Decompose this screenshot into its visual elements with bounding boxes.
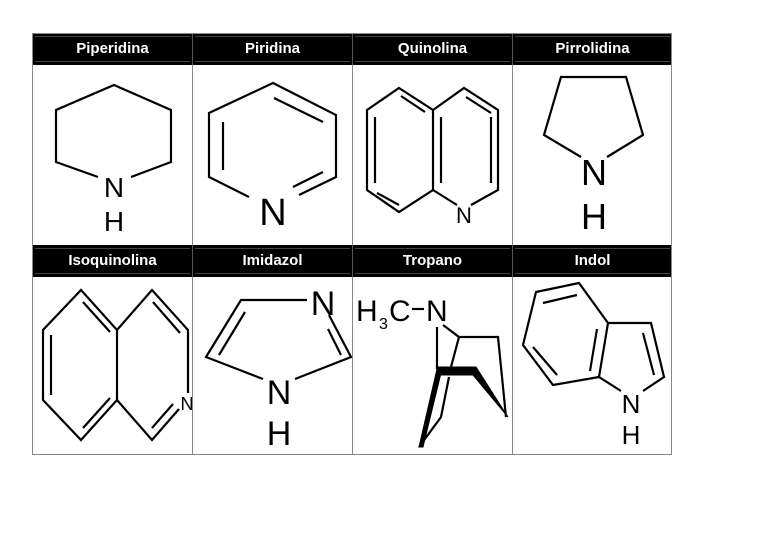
structure-isoquinolina: N [32,277,194,455]
header-piperidina: Piperidina [32,33,192,65]
structure-piridina: N [192,65,352,245]
structure-indol: N H [512,277,672,455]
structure-pirrolidina: N H [512,65,672,245]
header-label: Pirrolidina [515,36,670,62]
header-tropano: Tropano [352,245,512,277]
atom-label: H [622,420,641,450]
atom-label: N [426,295,448,328]
atom-label: N [581,152,607,193]
structure-imidazol: N N H [192,277,353,455]
atom-label: H [267,415,292,453]
atom-label: N [104,172,124,203]
atom-label: N [311,285,336,323]
header-isoquinolina: Isoquinolina [32,245,192,277]
atom-label: H [356,295,378,328]
structure-quinolina: N [352,65,512,245]
atom-label: N [622,389,641,419]
atom-subscript: 3 [379,316,388,333]
header-indol: Indol [512,245,672,277]
header-label: Isoquinolina [35,248,190,274]
header-piridina: Piridina [192,33,352,65]
header-label: Indol [515,248,670,274]
header-label: Piperidina [35,36,190,62]
structure-piperidina: N H [32,65,192,245]
atom-label: C [389,295,411,328]
atom-label: N [181,394,194,414]
atom-label: H [104,206,124,237]
header-label: Piridina [195,36,350,62]
atom-label: H [581,196,607,237]
header-quinolina: Quinolina [352,33,512,65]
header-label: Quinolina [355,36,510,62]
atom-label: N [259,192,286,234]
header-label: Imidazol [195,248,350,274]
atom-label: N [267,374,292,412]
header-pirrolidina: Pirrolidina [512,33,672,65]
structure-tropano: H 3 C N [352,277,512,455]
header-label: Tropano [355,248,510,274]
atom-label: N [456,203,472,228]
header-imidazol: Imidazol [192,245,352,277]
